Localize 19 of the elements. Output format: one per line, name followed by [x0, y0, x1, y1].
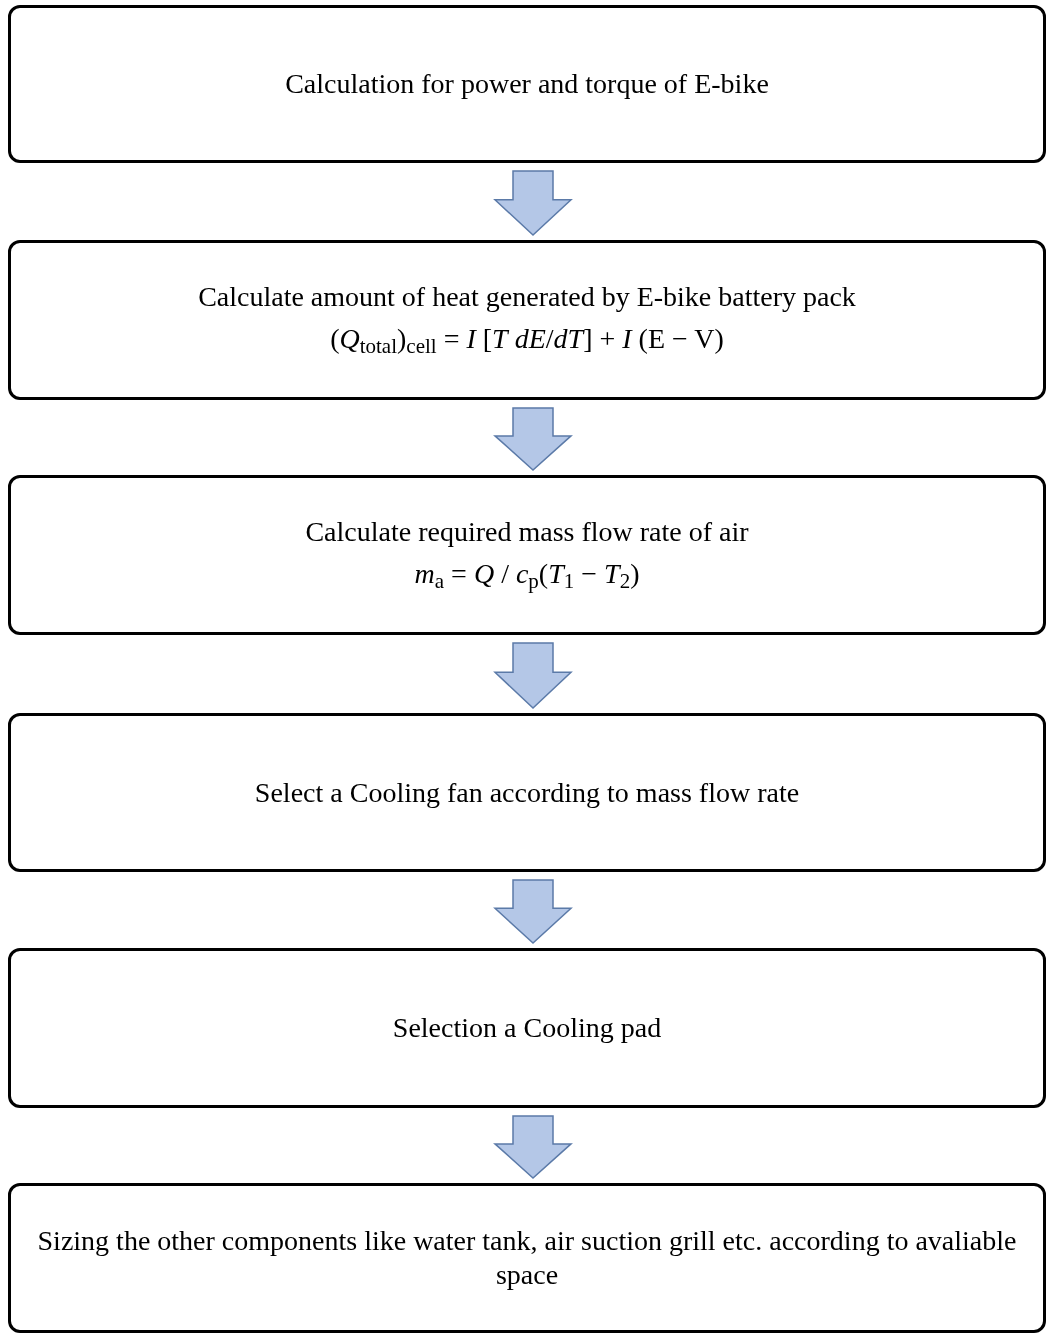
step-text: Calculate amount of heat generated by E-bike battery pack — [198, 280, 856, 314]
block-arrow — [493, 642, 573, 710]
process-box — [8, 713, 1046, 872]
block-arrow — [493, 1115, 573, 1179]
process-box — [8, 5, 1046, 163]
process-box — [8, 948, 1046, 1108]
block-arrow — [493, 879, 573, 944]
process-box — [8, 240, 1046, 400]
formula: m$_{a}$ = Q / c$_{p}$(T$_{1}$ − T$_{2}$) — [414, 556, 640, 595]
step-text: Calculate required mass flow rate of air — [305, 515, 749, 549]
process-box — [8, 1183, 1046, 1333]
step-text: Calculation for power and torque of E-bike — [285, 67, 769, 101]
block-arrow — [493, 170, 573, 237]
process-box — [8, 475, 1046, 635]
step-text: Sizing the other components like water tank, air suction grill etc. according to avaliable space — [36, 1224, 1018, 1292]
step-text: Select a Cooling fan according to mass flow rate — [254, 775, 800, 810]
step-text: Selection a Cooling pad — [392, 1011, 662, 1045]
formula: (Q$_{total}$)$_{cell}$ = I [T dE/dT] + I (E − V) — [330, 321, 724, 360]
block-arrow — [493, 407, 573, 471]
